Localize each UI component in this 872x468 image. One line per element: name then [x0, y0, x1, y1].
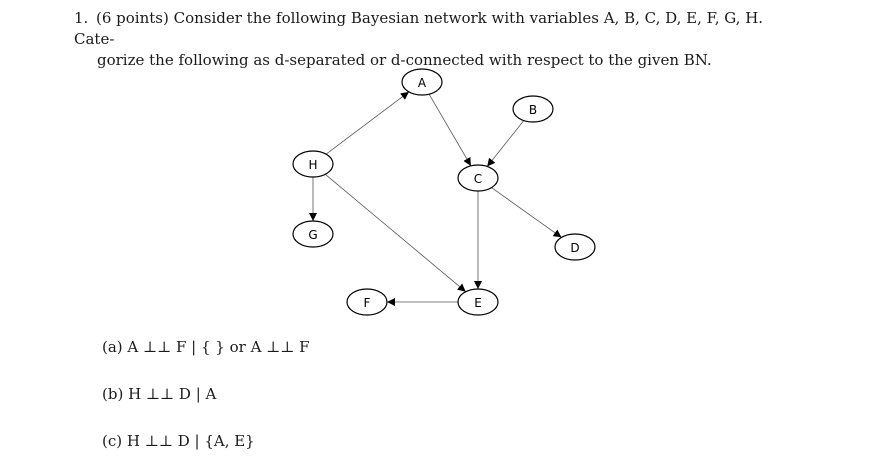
node-g-label: G — [308, 228, 317, 242]
node-d: D — [554, 233, 596, 261]
node-c: C — [457, 164, 499, 192]
node-a: A — [401, 68, 443, 96]
nodes: A B C D E F G H — [292, 68, 596, 316]
problem-line-1: 1.(6 points) Consider the following Baye… — [74, 8, 804, 50]
node-h-label: H — [308, 158, 317, 172]
node-h: H — [292, 150, 334, 178]
node-f-label: F — [364, 296, 371, 310]
node-d-ellipse — [554, 233, 596, 261]
part-c: (c) H ⊥⊥ D | {A, E} — [102, 432, 255, 450]
edge-c-to-d — [491, 187, 562, 238]
node-b-ellipse — [512, 95, 554, 123]
node-c-label: C — [474, 172, 482, 186]
edge-a-to-c — [428, 93, 472, 167]
node-a-ellipse — [401, 68, 443, 96]
problem-statement: 1.(6 points) Consider the following Baye… — [74, 8, 804, 71]
node-f: F — [346, 288, 388, 316]
node-g: G — [292, 220, 334, 248]
node-g-ellipse — [292, 220, 334, 248]
node-h-ellipse — [292, 150, 334, 178]
problem-text-line-2: gorize the following as d-separated or d… — [97, 51, 712, 69]
node-e-label: E — [474, 296, 482, 310]
node-e: E — [457, 288, 499, 316]
part-a: (a) A ⊥⊥ F | { } or A ⊥⊥ F — [102, 338, 310, 356]
node-b-label: B — [529, 103, 537, 117]
node-c-ellipse — [457, 164, 499, 192]
problem-text-line-1: (6 points) Consider the following Bayesi… — [74, 9, 764, 48]
node-d-label: D — [570, 241, 579, 255]
edge-h-to-e — [325, 173, 466, 293]
node-e-ellipse — [457, 288, 499, 316]
node-a-label: A — [418, 76, 427, 90]
part-b: (b) H ⊥⊥ D | A — [102, 385, 217, 403]
edge-h-to-a — [325, 91, 410, 155]
problem-number: 1. — [74, 9, 89, 27]
edge-b-to-c — [486, 120, 525, 167]
node-b: B — [512, 95, 554, 123]
node-f-ellipse — [346, 288, 388, 316]
edges — [309, 91, 562, 306]
